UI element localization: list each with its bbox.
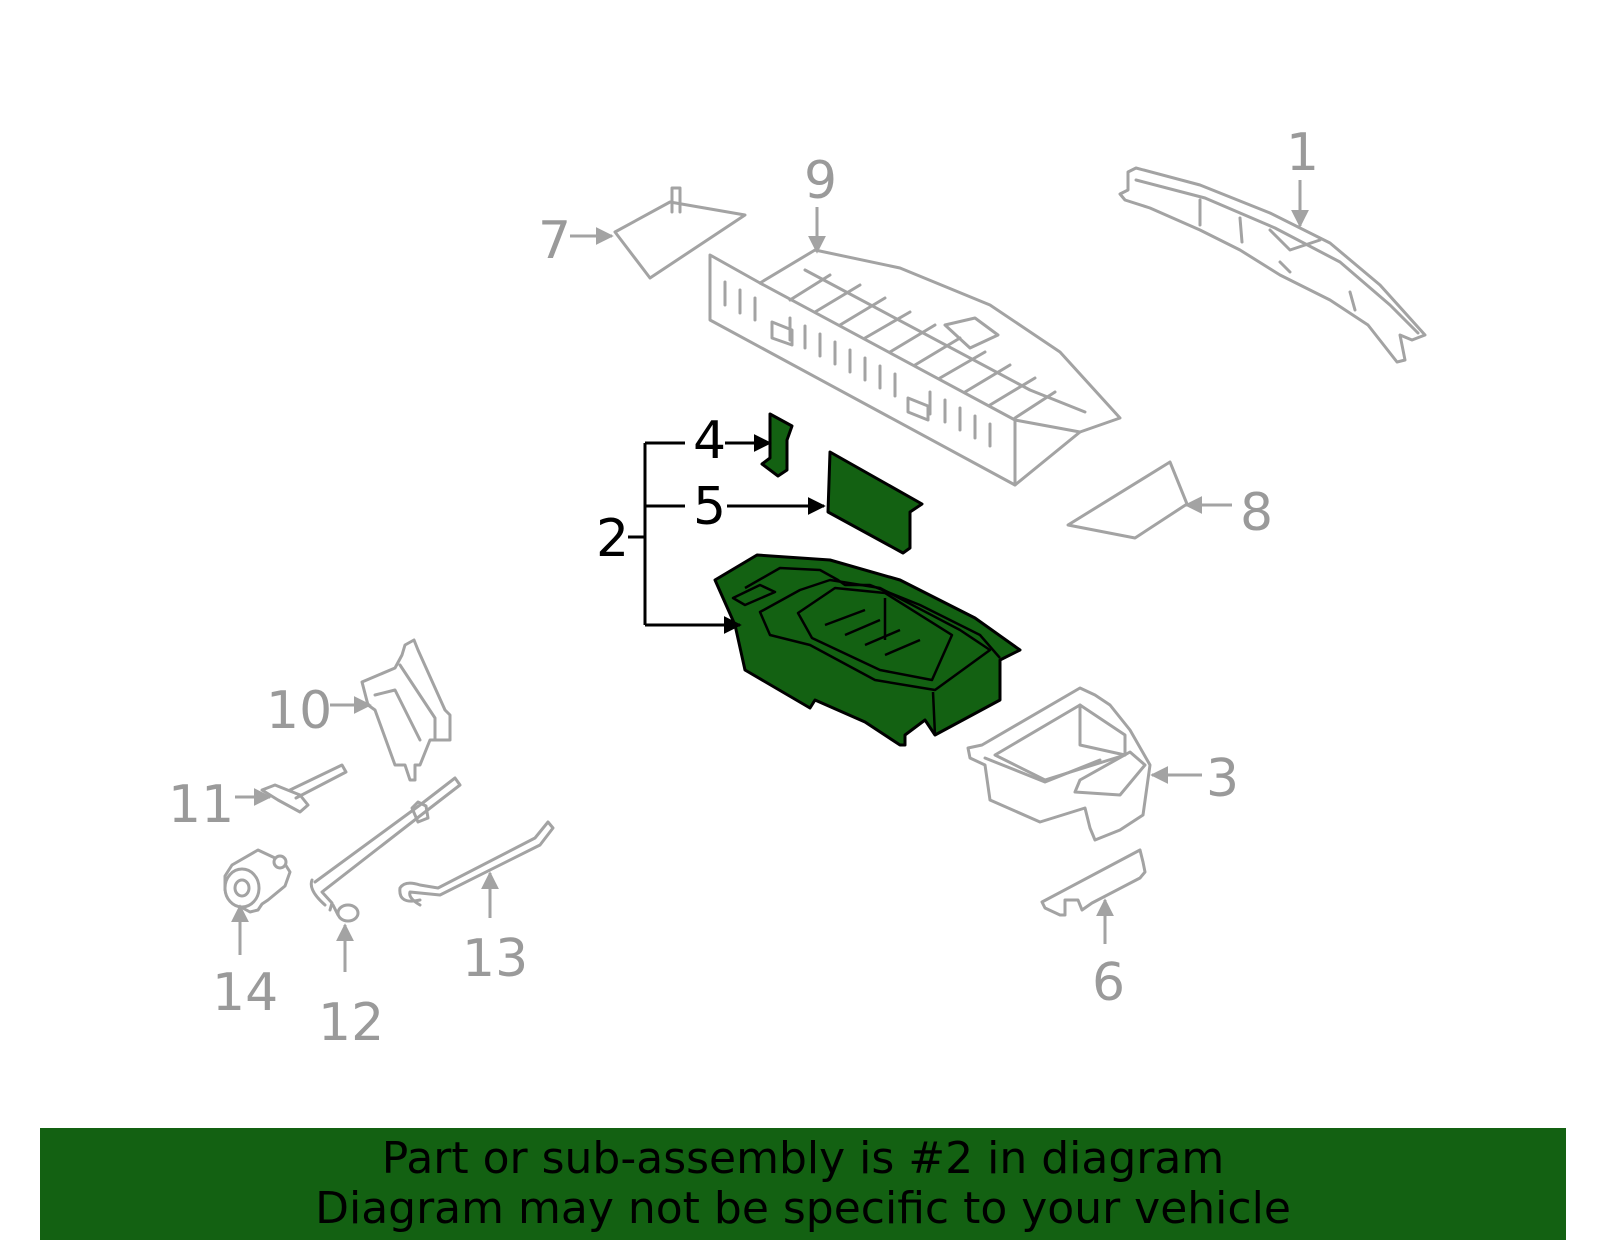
banner-line-part-number: Part or sub-assembly is #2 in diagram [381, 1133, 1225, 1184]
callout-10: 10 [266, 681, 332, 741]
info-banner: Part or sub-assembly is #2 in diagram Di… [40, 1128, 1566, 1240]
part-11-bolt[interactable] [260, 763, 348, 814]
callout-5: 5 [693, 477, 726, 537]
part-4-clip[interactable] [760, 412, 794, 478]
part-12-lug-wrench[interactable] [309, 776, 462, 923]
callout-13: 13 [462, 929, 528, 989]
part-1-rear-panel[interactable] [1118, 166, 1427, 364]
part-13-jack-handle[interactable] [398, 820, 555, 907]
callout-8: 8 [1240, 483, 1273, 543]
callout-3: 3 [1206, 749, 1239, 809]
part-6-bracket[interactable] [1040, 848, 1147, 917]
callout-6: 6 [1092, 953, 1125, 1013]
leader-lines [231, 180, 1309, 972]
part-8-panel[interactable] [1066, 460, 1189, 540]
callout-7: 7 [538, 211, 571, 271]
callout-2: 2 [596, 509, 629, 569]
part-9-package-tray[interactable] [708, 248, 1122, 487]
callout-4: 4 [693, 411, 726, 471]
part-14-bushing[interactable] [223, 848, 292, 914]
part-5-divider[interactable] [826, 450, 924, 555]
callout-1: 1 [1286, 123, 1319, 183]
callout-12: 12 [318, 993, 384, 1053]
part-2-trunk-tray[interactable] [713, 553, 1022, 747]
part-10-jack-holder[interactable] [360, 638, 452, 782]
callout-11: 11 [168, 775, 234, 835]
part-3-trunk-trim[interactable] [966, 686, 1152, 842]
banner-line-disclaimer: Diagram may not be specific to your vehi… [315, 1183, 1291, 1234]
part-7-bracket[interactable] [613, 186, 747, 280]
callout-9: 9 [804, 151, 837, 211]
callout-14: 14 [212, 963, 278, 1023]
